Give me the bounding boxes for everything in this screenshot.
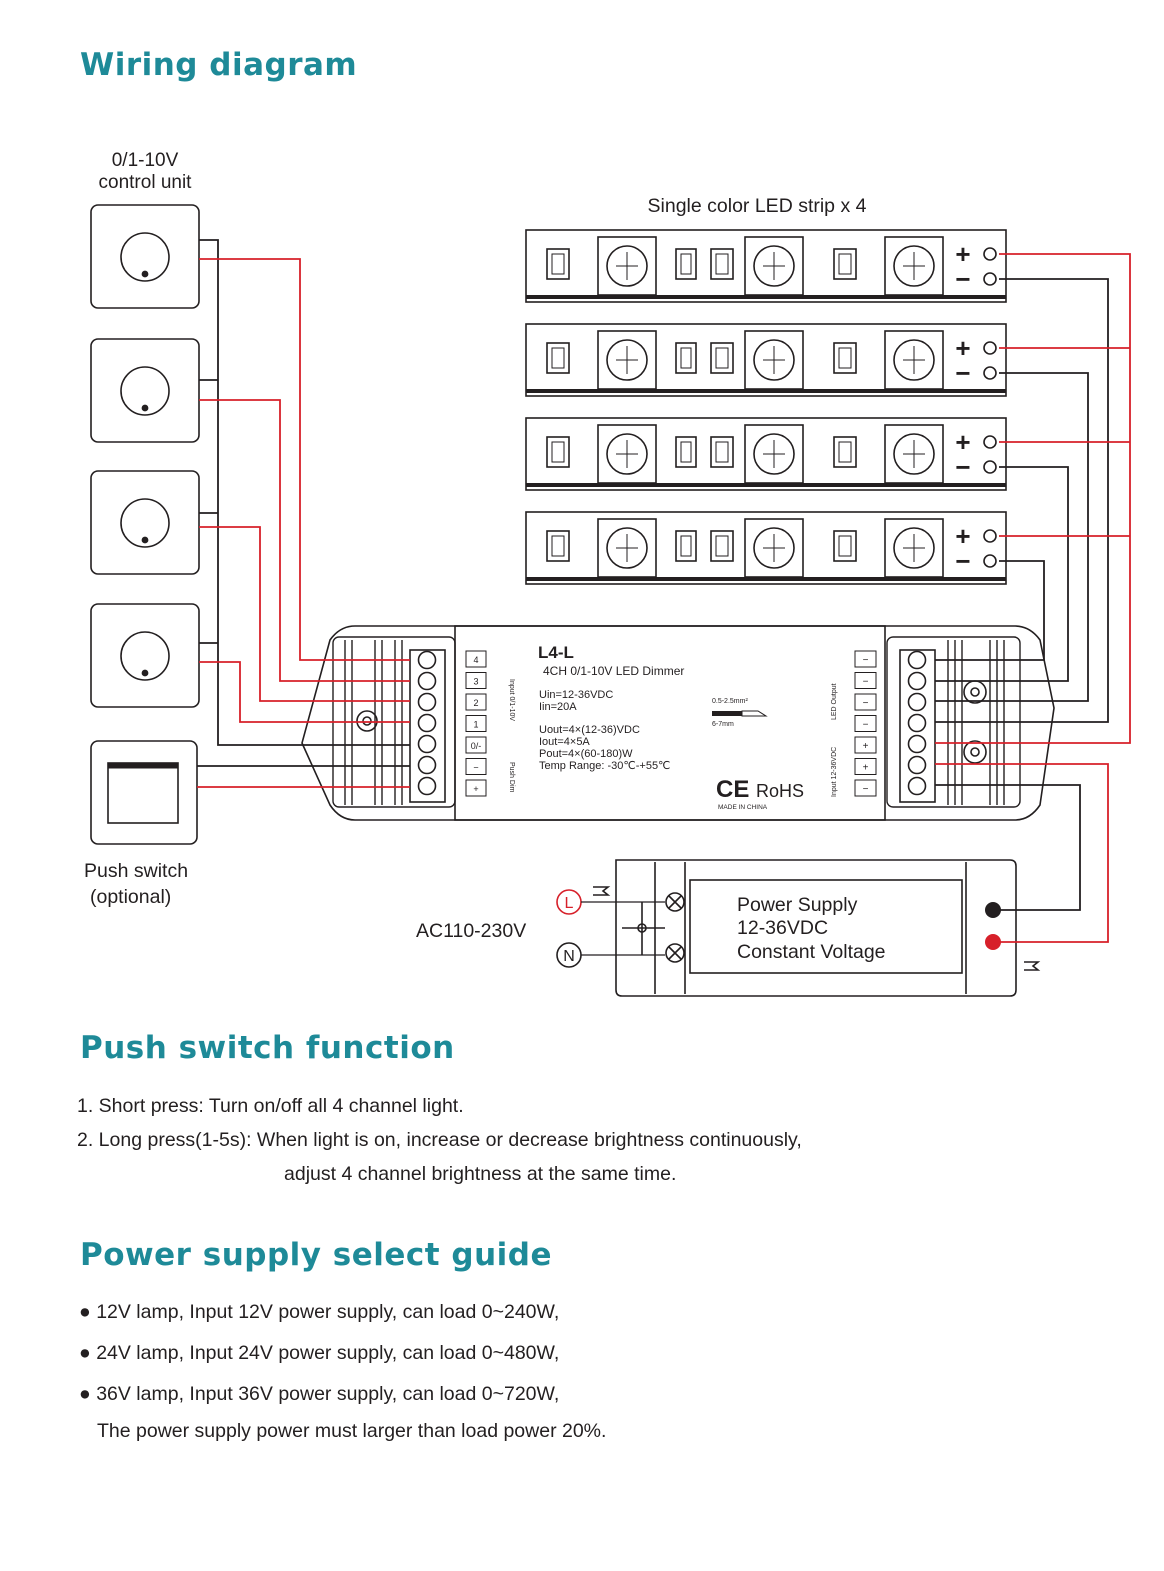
output-terminal [907,692,927,712]
dimmer-model: L4-L [538,643,574,662]
control-unit-2 [90,338,200,443]
input-terminal-label: 1 [473,720,478,730]
input-terminal [417,776,437,796]
push-switch-label-1: Push switch [84,860,188,882]
output-terminal-label: + [863,741,869,752]
led-strip-3 [525,417,1007,491]
push-switch-title: Push switch function [80,1030,455,1066]
push-dim-side-label: Push Dim [508,762,515,793]
rohs-mark: RoHS [756,781,804,801]
input-terminal [417,692,437,712]
dimmer-name: 4CH 0/1-10V LED Dimmer [543,664,684,678]
output-terminal [907,776,927,796]
input-terminal-label: 0/- [471,741,482,751]
led-strip-4 [525,511,1007,585]
led-strips [525,229,1007,585]
psu-guide-2: ● 24V lamp, Input 24V power supply, can … [79,1342,560,1364]
input-terminal-label: − [473,763,478,773]
negative-sign: − [955,452,970,482]
spec-uin: Uin=12-36VDC [539,689,613,701]
psu-label-2: 12-36VDC [737,917,828,939]
output-terminal-label: − [863,784,869,795]
input-terminal-label: 4 [473,655,478,665]
spec-pout: Pout=4×(60-180)W [539,748,633,760]
negative-sign: − [955,264,970,294]
positive-sign: + [955,239,970,269]
output-terminal-label: + [863,763,869,774]
negative-sign: − [955,546,970,576]
psu-negative-terminal [985,902,1001,918]
output-terminal [907,650,927,670]
live-label: L [565,895,574,912]
input-terminal [417,713,437,733]
made-in-label: MADE IN CHINA [718,804,768,811]
output-terminal-label: − [863,677,869,688]
negative-sign: − [955,358,970,388]
power-supply-unit [593,859,1041,997]
positive-sign: + [955,521,970,551]
control-unit-label-1: 0/1-10V [112,150,179,171]
strip-label: Single color LED strip x 4 [648,195,867,217]
input-side-label: Input 0/1-10V [508,679,515,721]
wiring-diagram-title: Wiring diagram [80,47,358,83]
ac-voltage-label: AC110-230V [416,920,526,942]
ce-mark: CE [716,776,749,803]
push-switch [90,740,198,845]
psu-guide-3: ● 36V lamp, Input 36V power supply, can … [79,1383,560,1405]
positive-sign: + [955,427,970,457]
psu-guide-note: The power supply power must larger than … [97,1420,607,1442]
output-terminal [907,713,927,733]
psu-label-3: Constant Voltage [737,941,886,963]
psu-positive-terminal [985,934,1001,950]
control-unit-label-2: control unit [99,172,193,193]
push-function-3: adjust 4 channel brightness at the same … [284,1163,677,1185]
push-function-2: 2. Long press(1-5s): When light is on, i… [77,1129,802,1151]
input-terminal [417,650,437,670]
power-input-side-label: Input 12-36VDC [831,747,838,797]
push-switch-label-2: (optional) [90,886,171,908]
input-terminal-label: 2 [473,698,478,708]
spec-iin: Iin=20A [539,701,577,713]
positive-sign: + [955,333,970,363]
led-output-side-label: LED Output [831,683,838,720]
wire-spec-1: 0.5-2.5mm² [712,698,748,705]
wire-spec-2: 6-7mm [712,721,734,728]
input-terminal [417,671,437,691]
psu-guide-title: Power supply select guide [80,1237,553,1273]
dimmer-controller: 4 3 2 1 0/- − + − − − − + + − [301,625,1055,821]
output-terminal-label: − [863,698,869,709]
spec-temp: Temp Range: -30℃-+55℃ [539,760,670,772]
led-strip-2 [525,323,1007,397]
led-strip-1 [525,229,1007,303]
input-terminal [417,734,437,754]
control-unit-3 [90,470,200,575]
output-terminal-label: − [863,720,869,731]
spec-iout: Iout=4×5A [539,736,590,748]
output-terminal [907,755,927,775]
control-unit-1 [90,204,200,309]
psu-label-1: Power Supply [737,894,858,916]
input-terminal-label: + [473,784,478,794]
push-function-1: 1. Short press: Turn on/off all 4 channe… [77,1095,464,1117]
psu-guide-1: ● 12V lamp, Input 12V power supply, can … [79,1301,560,1323]
wires [197,239,1131,943]
input-terminal-label: 3 [473,677,478,687]
output-terminal [907,671,927,691]
input-terminal [417,755,437,775]
control-unit-4 [90,603,200,708]
spec-uout: Uout=4×(12-36)VDC [539,724,640,736]
neutral-label: N [563,948,575,965]
output-terminal [907,734,927,754]
output-terminal-label: − [863,655,869,666]
